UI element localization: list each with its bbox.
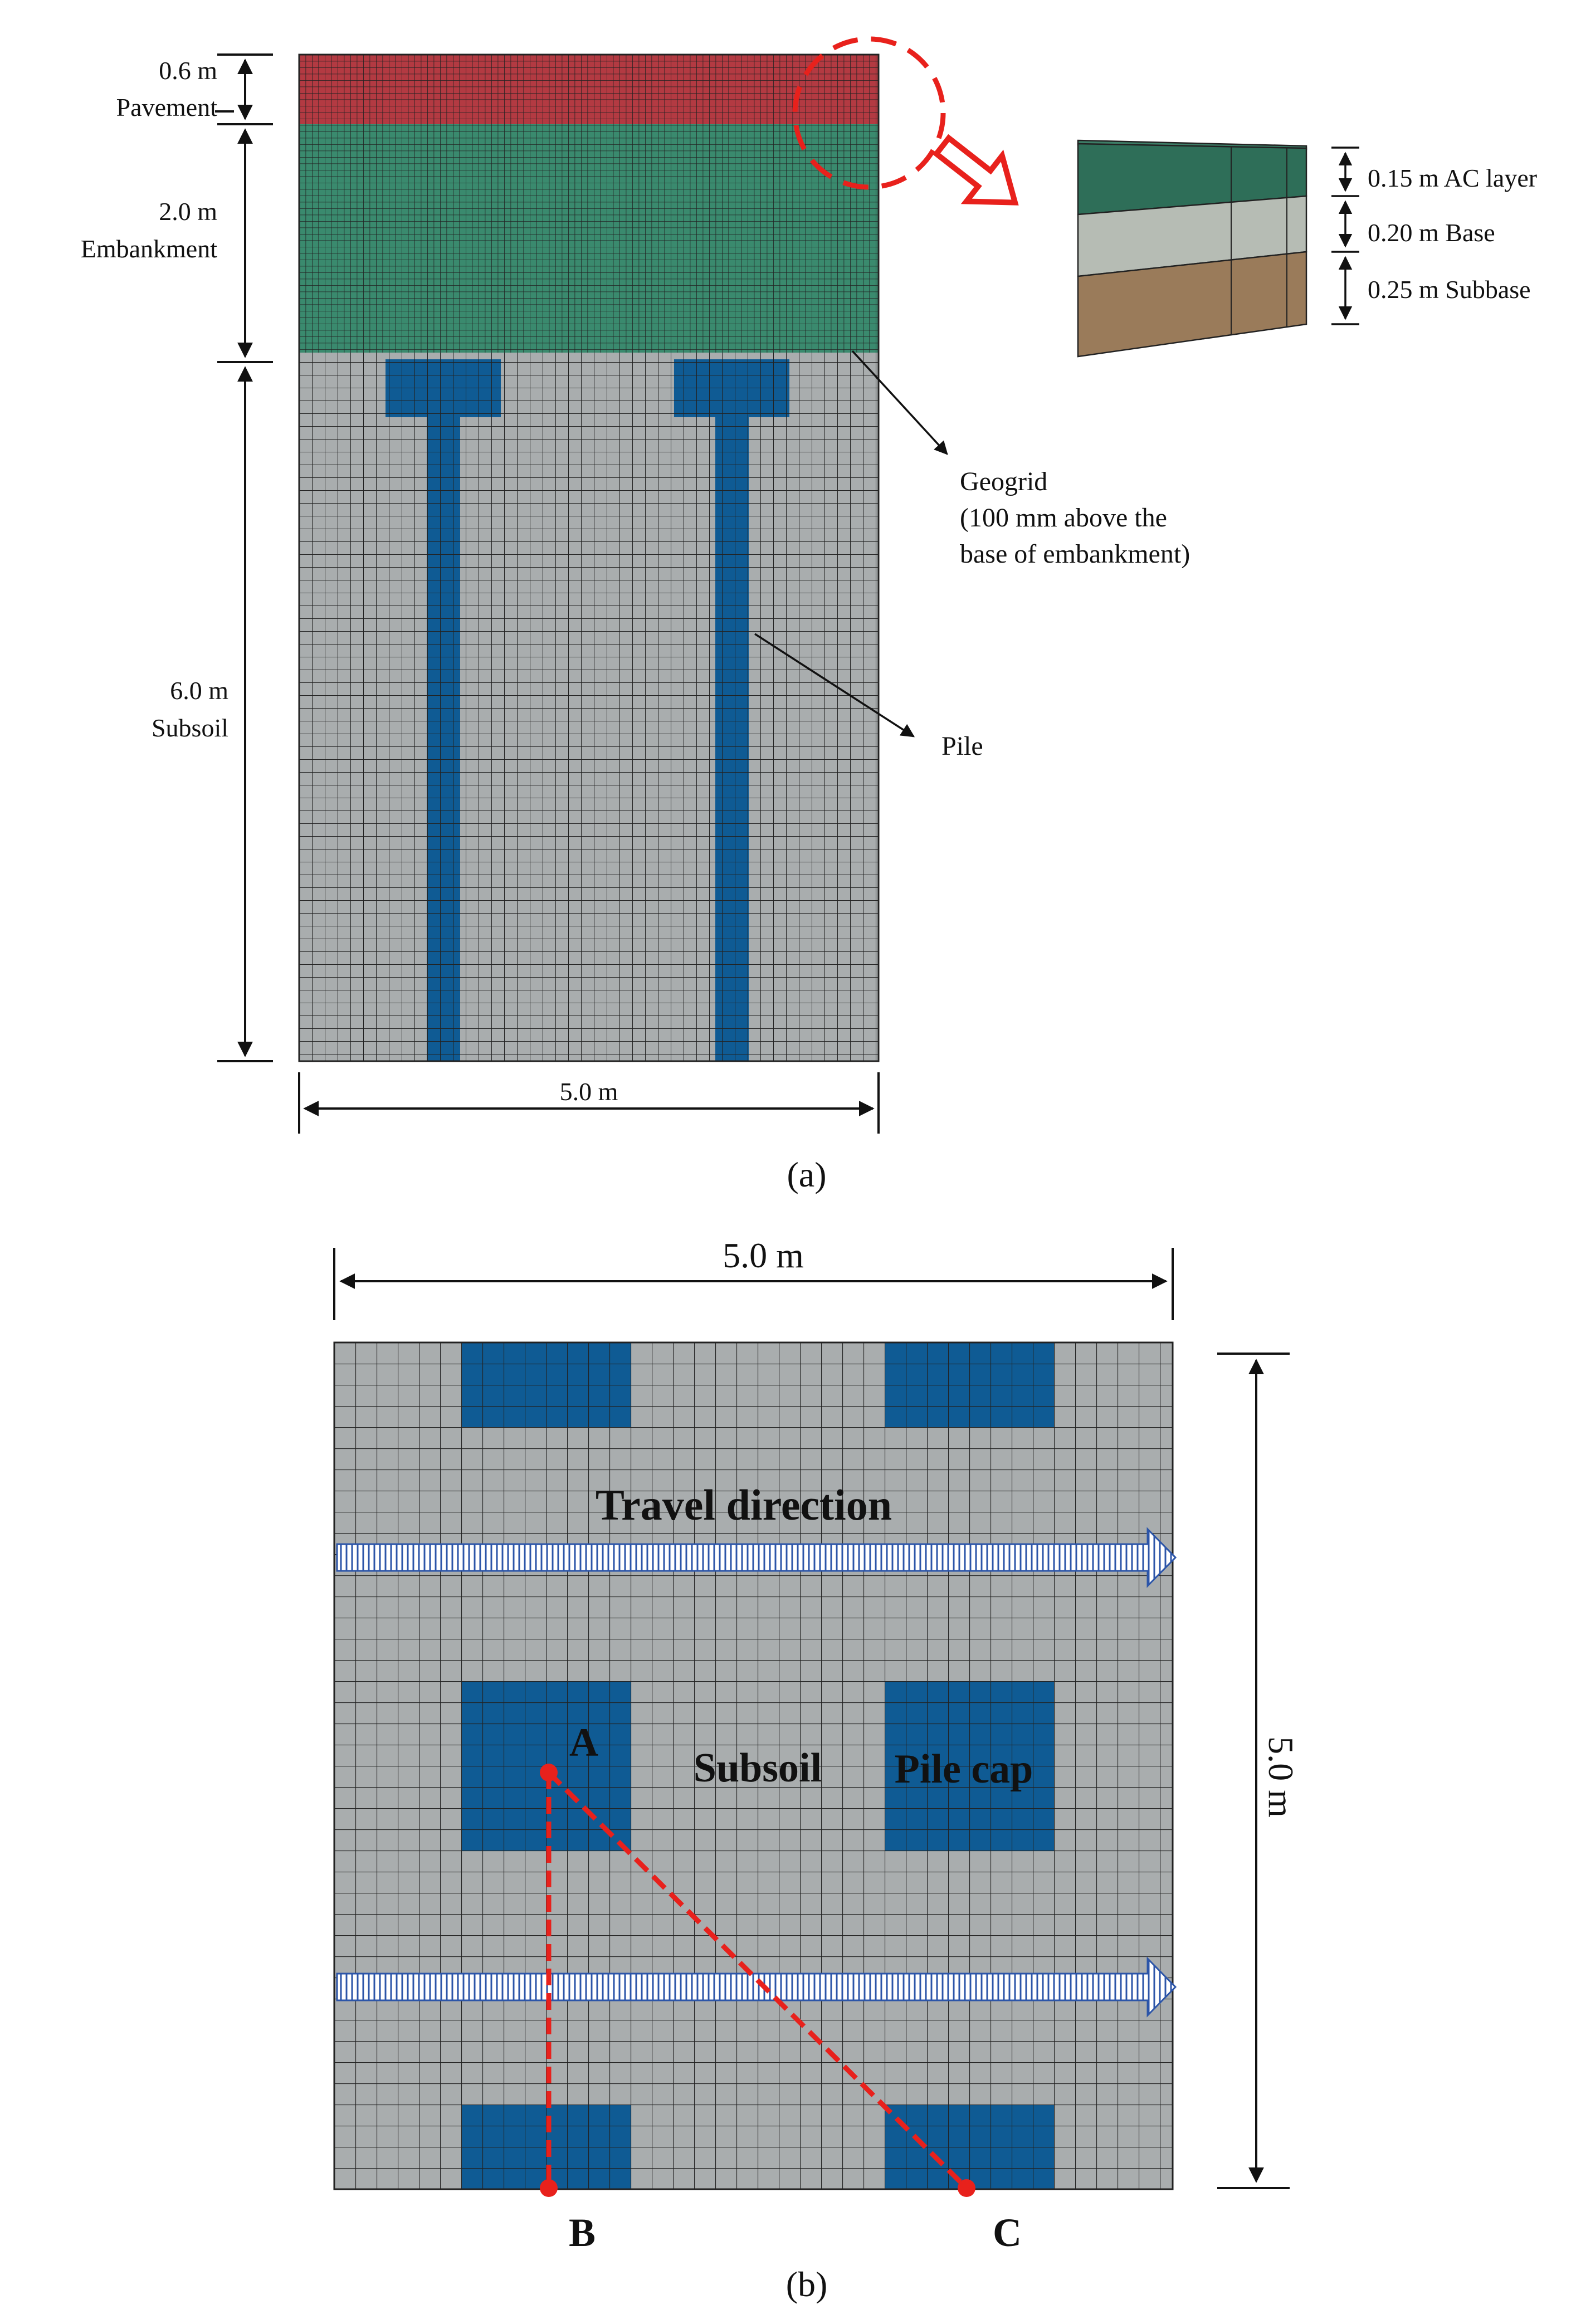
point-c-marker	[958, 2179, 975, 2197]
pavement-name-label: Pavement	[116, 93, 218, 121]
subsoil-thickness-label: 6.0 m	[170, 676, 228, 705]
plan-mesh	[334, 1342, 1173, 2189]
geogrid-label-2: (100 mm above the	[960, 503, 1167, 533]
pile-leader-line	[754, 633, 915, 738]
measurement-lines	[546, 1770, 969, 2190]
base-layer-label: 0.20 m Base	[1368, 218, 1495, 247]
caption-a: (a)	[787, 1155, 826, 1194]
pavement-thickness-label: 0.6 m	[159, 56, 217, 85]
detail-dimension-lines	[1331, 147, 1359, 325]
detail-subbase-layer	[1077, 251, 1307, 358]
zoom-highlight-circle	[792, 36, 946, 190]
geogrid-label-3: base of embankment)	[960, 539, 1190, 569]
ac-layer-label: 0.15 m AC layer	[1368, 164, 1537, 192]
model-outline-a	[298, 53, 880, 1062]
caption-b: (b)	[786, 2264, 828, 2304]
travel-direction-label: Travel direction	[596, 1481, 892, 1529]
dimension-lines-left	[215, 53, 273, 1062]
geogrid-label-1: Geogrid	[960, 467, 1047, 496]
embankment-thickness-label: 2.0 m	[159, 197, 217, 226]
point-a-label: A	[569, 1720, 598, 1765]
subsoil-mesh	[299, 353, 879, 1061]
pile-cap-label-b: Pile cap	[895, 1746, 1033, 1792]
geogrid-leader-line	[851, 350, 948, 455]
panel-b: 5.0 m Travel direction Subsoil Pile cap …	[333, 1236, 1301, 2304]
point-b-label: B	[569, 2210, 596, 2255]
subsoil-name-label: Subsoil	[152, 714, 228, 742]
width-label-a: 5.0 m	[560, 1077, 618, 1106]
layer-detail-block	[1077, 139, 1307, 358]
width-dimension-a	[298, 1072, 880, 1134]
zoom-arrow-icon	[932, 134, 1019, 206]
plan-outline	[333, 1341, 1174, 2190]
point-c-label: C	[993, 2210, 1022, 2255]
panel-a: 0.6 m Pavement 2.0 m Embankment 6.0 m Su…	[81, 36, 1537, 1194]
embankment-name-label: Embankment	[81, 235, 217, 263]
embankment-mesh	[299, 124, 879, 353]
width-dimension-b	[333, 1248, 1174, 1320]
pile-label: Pile	[941, 731, 983, 761]
subbase-layer-label: 0.25 m Subbase	[1368, 275, 1531, 304]
height-dimension-b	[1217, 1353, 1290, 2189]
width-label-b: 5.0 m	[723, 1236, 804, 1275]
point-b-marker	[540, 2179, 558, 2197]
subsoil-label-b: Subsoil	[694, 1745, 822, 1791]
point-a-marker	[540, 1764, 558, 1781]
travel-arrow-upper	[336, 1527, 1177, 1588]
travel-arrow-lower	[336, 1956, 1177, 2018]
height-label-b: 5.0 m	[1261, 1736, 1301, 1818]
pavement-mesh	[299, 55, 879, 124]
